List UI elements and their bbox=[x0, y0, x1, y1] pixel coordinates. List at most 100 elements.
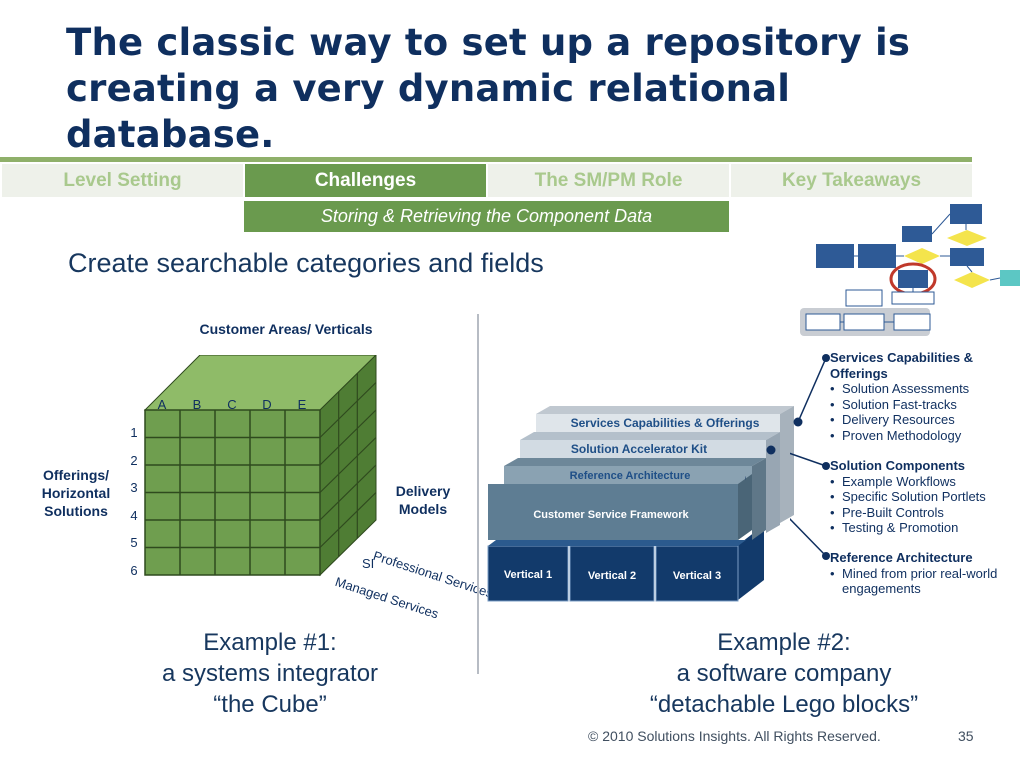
flow-box bbox=[843, 313, 885, 331]
layer-2-top bbox=[520, 432, 780, 440]
layer-label: Services Capabilities & Offerings bbox=[571, 416, 760, 430]
callout-heading: Reference Architecture bbox=[830, 550, 973, 565]
callout-item: Pre-Built Controls bbox=[830, 505, 1020, 521]
cube-col-label: E bbox=[298, 397, 307, 412]
connector-dot bbox=[793, 417, 803, 427]
callout-item: Mined from prior real-world engagements bbox=[830, 566, 1000, 597]
flow-box bbox=[950, 248, 984, 266]
callout-heading: Solution Components bbox=[830, 458, 966, 473]
connector-dot bbox=[745, 475, 746, 481]
cube-side-grid bbox=[319, 373, 377, 557]
callout-item: Testing & Promotion bbox=[830, 520, 1020, 536]
flow-terminal bbox=[1000, 270, 1020, 286]
layer-1-side bbox=[780, 406, 794, 523]
lego-blocks-diagram: Services Capabilities & Offerings Soluti… bbox=[487, 406, 794, 602]
section-tabs: Level Setting Challenges The SM/PM Role … bbox=[0, 164, 972, 197]
callout-solution-components: Solution Components Example Workflows Sp… bbox=[830, 458, 1020, 536]
flow-decision bbox=[947, 230, 987, 246]
callout-list: Mined from prior real-world engagements bbox=[830, 566, 1000, 597]
cube-left-label: Offerings/ Horizontal Solutions bbox=[41, 467, 111, 519]
flow-box bbox=[902, 226, 932, 242]
page-number: 35 bbox=[958, 728, 974, 744]
cube-diagram: A B C D E bbox=[143, 355, 377, 577]
example-2-line: “detachable Lego blocks” bbox=[649, 691, 919, 718]
callout-connectors bbox=[790, 354, 830, 560]
layer-4-front bbox=[488, 484, 738, 540]
layer-1-top bbox=[536, 406, 794, 414]
tab-sm-pm-role[interactable]: The SM/PM Role bbox=[486, 164, 729, 197]
callout-item: Delivery Resources bbox=[830, 412, 1020, 428]
connector-dot bbox=[822, 462, 830, 470]
layer-2-front bbox=[520, 440, 766, 458]
example-1-caption: Example #1: a systems integrator “the Cu… bbox=[100, 627, 440, 720]
callout-services-capabilities: Services Capabilities & Offerings Soluti… bbox=[830, 350, 1020, 443]
connector-line bbox=[790, 517, 827, 557]
cube-row-label: 3 bbox=[130, 480, 138, 495]
vertical-divider bbox=[477, 314, 479, 674]
callout-item: Solution Assessments bbox=[830, 381, 1020, 397]
example-2-caption: Example #2: a software company “detachab… bbox=[594, 627, 974, 720]
callout-connectors-extra bbox=[745, 445, 776, 481]
verticals-top bbox=[488, 540, 746, 546]
tab-level-setting[interactable]: Level Setting bbox=[0, 164, 243, 197]
tab-challenges[interactable]: Challenges bbox=[243, 164, 486, 197]
flow-box bbox=[893, 313, 931, 331]
cube-row-label: 1 bbox=[130, 425, 138, 440]
flow-box bbox=[858, 244, 896, 268]
cube-row-label: 4 bbox=[130, 507, 138, 523]
connector-line bbox=[797, 357, 827, 423]
callout-item: Proven Methodology bbox=[830, 428, 1020, 444]
vertical-label: Vertical 2 bbox=[588, 570, 636, 582]
cube-col-label: D bbox=[262, 397, 271, 412]
slide-subtitle: Create searchable categories and fields bbox=[68, 248, 544, 278]
example-1-line: Example #1: bbox=[203, 629, 337, 656]
vertical-block-2 bbox=[569, 545, 655, 602]
flow-decision bbox=[954, 272, 990, 288]
callout-list: Solution Assessments Solution Fast-track… bbox=[830, 381, 1020, 443]
callout-item: Example Workflows bbox=[830, 474, 1020, 490]
depth-label-managed: Managed Services bbox=[333, 574, 441, 622]
cube-row-label: 2 bbox=[130, 452, 138, 468]
vertical-block-1 bbox=[487, 545, 569, 602]
layer-2-side bbox=[766, 432, 780, 533]
example-2-line: Example #2: bbox=[717, 629, 851, 656]
copyright-footer: © 2010 Solutions Insights. All Rights Re… bbox=[588, 728, 881, 744]
connector-dot bbox=[822, 354, 830, 362]
cube-front-grid bbox=[145, 410, 320, 575]
layer-3-top bbox=[504, 458, 766, 466]
example-2-line: a software company bbox=[676, 660, 892, 687]
cube-right-label: Delivery Models bbox=[395, 483, 451, 517]
layer-label: Customer Service Framework bbox=[533, 509, 689, 521]
layer-3-side bbox=[752, 458, 766, 540]
cube-row-label: 5 bbox=[130, 535, 138, 550]
flow-box bbox=[845, 289, 883, 307]
callout-item: Solution Fast-tracks bbox=[830, 397, 1020, 413]
flow-box bbox=[816, 244, 854, 268]
vertical-label: Vertical 3 bbox=[673, 570, 721, 582]
example-1-line: “the Cube” bbox=[213, 691, 327, 718]
callout-list: Example Workflows Specific Solution Port… bbox=[830, 474, 1020, 536]
flow-box bbox=[891, 291, 935, 305]
flow-connectors bbox=[840, 213, 1001, 323]
flow-box bbox=[805, 313, 841, 331]
layer-label: Reference Architecture bbox=[570, 470, 691, 482]
flow-box bbox=[898, 270, 928, 288]
callout-item: Specific Solution Portlets bbox=[830, 489, 1020, 505]
cube-row-labels: 1 2 3 4 5 6 bbox=[128, 419, 140, 584]
cube-col-label: C bbox=[227, 397, 236, 412]
slide-title: The classic way to set up a repository i… bbox=[66, 21, 911, 156]
vertical-label: Vertical 1 bbox=[504, 569, 552, 581]
callout-reference-architecture: Reference Architecture Mined from prior … bbox=[830, 550, 1000, 597]
tab-key-takeaways[interactable]: Key Takeaways bbox=[729, 164, 972, 197]
cube-col-label: B bbox=[193, 397, 202, 412]
flow-decision bbox=[904, 248, 940, 264]
subtab-storing-retrieving[interactable]: Storing & Retrieving the Component Data bbox=[244, 201, 729, 232]
vertical-block-3 bbox=[655, 545, 739, 602]
example-1-line: a systems integrator bbox=[161, 660, 379, 687]
cube-col-label: A bbox=[158, 397, 167, 412]
layer-3-front bbox=[504, 466, 752, 484]
flow-diagram-thumbnail bbox=[800, 204, 1020, 336]
callout-heading: Services Capabilities & Offerings bbox=[830, 350, 974, 381]
connector-dot bbox=[822, 552, 830, 560]
flow-box bbox=[950, 204, 982, 224]
